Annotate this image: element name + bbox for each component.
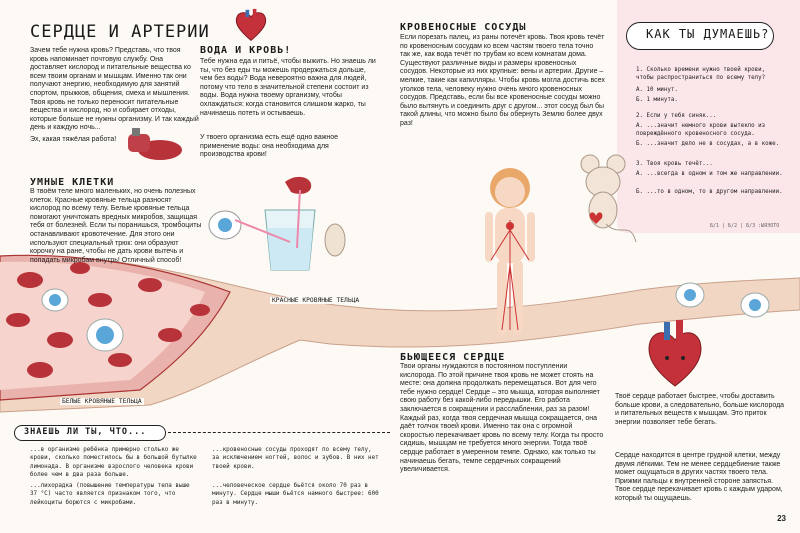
label-white-cells: БЕЛЫЕ КРОВЯНЫЕ ТЕЛЬЦА — [60, 398, 144, 405]
mouse-character-illustration — [580, 154, 637, 243]
section6-body1: Твоё сердце работает быстрее, чтобы дост… — [615, 393, 785, 426]
section5-body: Твои органы нуждаются в постоянном посту… — [400, 363, 604, 474]
section3-body: В твоём теле много маленьких, но очень п… — [30, 188, 202, 264]
label-red-cells: КРАСНЫЕ КРОВЯНЫЕ ТЕЛЬЦА — [270, 297, 362, 304]
facts-divider — [168, 432, 390, 433]
quiz-q3-a: А. ...всегда в одном и том же направлени… — [636, 171, 783, 177]
quiz-q2-b: Б. ...значит дело не в сосудах, а в коже… — [636, 141, 780, 147]
heart-icon — [235, 8, 267, 41]
section2-body: Тебе нужна еда и питьё, чтобы выжить. Но… — [200, 58, 376, 117]
heading-heartbeat: БЬЮЩЕЕСЯ СЕРДЦЕ — [400, 352, 506, 363]
section1-exclaim: Эх, какая тяжёлая работа! — [30, 136, 117, 143]
page-number: 23 — [777, 514, 786, 523]
section1-body: Зачем тебе нужна кровь? Представь, что т… — [30, 47, 199, 132]
quiz-q3-b: Б. ...то в одном, то в другом направлени… — [636, 189, 783, 195]
heading-smart-cells: УМНЫЕ КЛЕТКИ — [30, 177, 115, 188]
quiz-q1-a: А. 10 минут. — [636, 87, 678, 93]
heading-blood-vessels: КРОВЕНОСНЫЕ СОСУДЫ — [400, 22, 527, 33]
quiz-title-bubble — [626, 22, 774, 50]
quiz-q1-b: Б. 1 минута. — [636, 97, 678, 103]
quiz-q2: 2. Если у тебя синяк... — [636, 113, 717, 119]
quiz-q1: 1. Сколько времени нужно твоей крови, чт… — [636, 67, 766, 81]
fact-3: ...кровеносные сосуды проходят по всему … — [212, 447, 379, 470]
quiz-q2-a: А. ...значит немного крови вытекло из по… — [636, 123, 766, 137]
fact-4: ...человеческое сердце бьётся около 70 р… — [212, 483, 379, 506]
child-figure-illustration — [485, 168, 535, 335]
section4-body: Если порезать палец, из раны потечёт кро… — [400, 34, 605, 127]
facts-title: ЗНАЕШЬ ЛИ ТЫ, ЧТО... — [24, 427, 147, 437]
fact-1: ...в организме ребёнка примерно столько … — [30, 447, 197, 478]
anatomical-heart-icon — [648, 320, 702, 387]
heading-heart-arteries: СЕРДЦЕ И АРТЕРИИ — [30, 22, 210, 42]
blood-vessel-illustration — [0, 254, 800, 413]
section6-body2: Сердце находится в центре грудной клетки… — [615, 452, 783, 502]
water-glass-illustration — [208, 176, 346, 271]
heading-water-blood: ВОДА И КРОВЬ! — [200, 45, 292, 56]
quiz-title: КАК ТЫ ДУМАЕШЬ? — [646, 27, 770, 41]
fact-2: ...лихорадка (повышение температуры тела… — [30, 483, 190, 506]
section2-extra: У твоего организма есть ещё одно важное … — [200, 134, 339, 159]
quiz-answers: Б/1 | Б/2 | Б/3 :ЫЯЭОТО — [710, 223, 780, 229]
quiz-q3: 3. Твоя кровь течёт... — [636, 161, 713, 167]
blood-bottle-icon — [128, 128, 182, 160]
facts-title-bubble — [14, 425, 166, 441]
